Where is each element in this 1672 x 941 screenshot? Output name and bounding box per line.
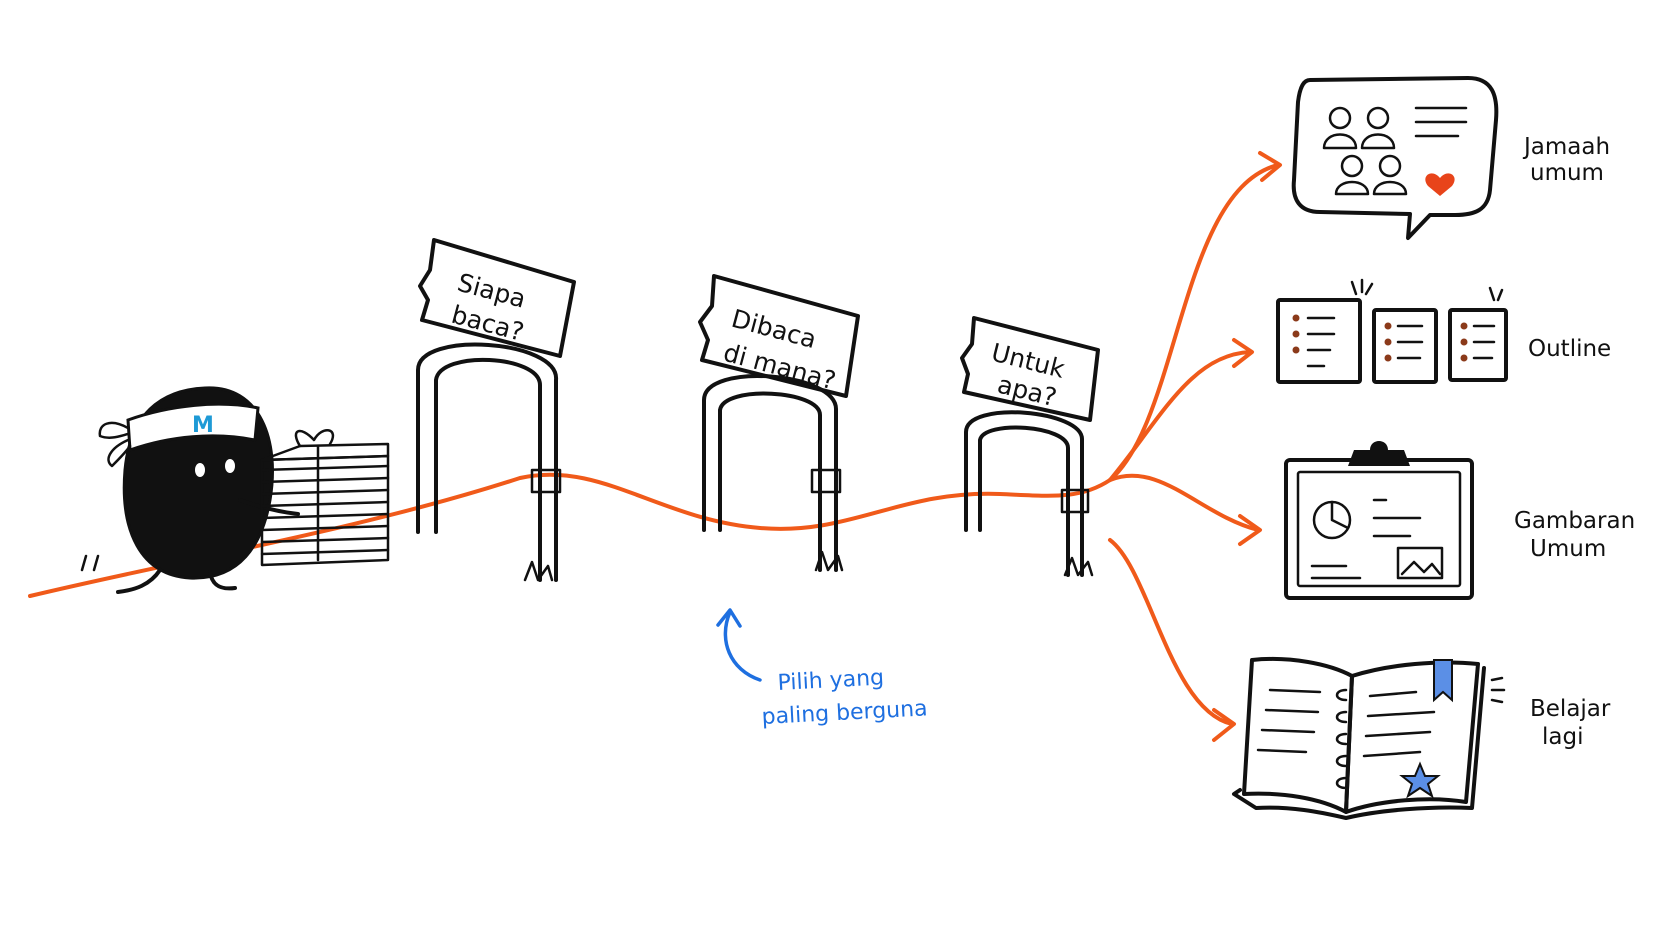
gate-1-frame — [416, 342, 559, 582]
chat-bubble — [1291, 76, 1499, 240]
headband-tail — [98, 421, 132, 468]
stack-lines — [260, 464, 390, 556]
gate-1-post-joint — [530, 468, 562, 494]
output-4-line-1: Belajar — [1530, 696, 1611, 722]
gate-3-frame — [964, 410, 1085, 577]
legs — [116, 568, 237, 594]
headband-logo: M — [192, 413, 214, 438]
doc-2-bullet-2 — [1384, 338, 1392, 346]
choice-note: Pilih yang paling berguna — [716, 608, 928, 730]
doc-3-bullet-1 — [1460, 322, 1468, 330]
clipboard-overview-icon — [1284, 441, 1474, 600]
person-1-head — [1328, 106, 1352, 130]
output-2-line-1: Outline — [1528, 336, 1611, 362]
doc-1-bullet-1 — [1292, 314, 1300, 322]
book-right-lines — [1362, 690, 1436, 758]
output-4-line-2: lagi — [1542, 724, 1583, 750]
gate-3-grass — [1063, 556, 1094, 577]
output-3-line-1: Gambaran — [1514, 508, 1635, 534]
gate-1-sign — [418, 238, 576, 358]
book-left-lines — [1256, 688, 1322, 754]
stack-string — [294, 429, 335, 562]
outline-docs-icon — [1276, 278, 1508, 384]
doc-1 — [1276, 298, 1362, 384]
chat-text-lines — [1414, 106, 1468, 138]
gate-2-line-2: di mana? — [720, 338, 838, 396]
branch-arrow-2-head — [1232, 338, 1254, 368]
gate-2-frame — [702, 374, 839, 572]
doc-1-lines — [1306, 316, 1336, 368]
eye-right — [225, 459, 235, 473]
person-2-body — [1360, 133, 1396, 150]
pie-slice — [1330, 500, 1350, 530]
output-3-line-2: Umum — [1530, 536, 1606, 562]
output-1-line-2: umum — [1530, 160, 1604, 186]
doc-2-bullet-1 — [1384, 322, 1392, 330]
doc-2-lines — [1396, 324, 1424, 360]
heart-icon — [1425, 173, 1455, 196]
doc-3-bullet-3 — [1460, 354, 1468, 362]
person-3-body — [1334, 180, 1370, 196]
book-sparkle — [1490, 676, 1506, 704]
gate-2: Dibaca di mana? — [698, 274, 860, 572]
branch-arrow-2 — [1108, 350, 1252, 482]
clipboard-inner — [1296, 470, 1462, 588]
doc-2 — [1372, 308, 1438, 384]
star-icon — [1399, 761, 1441, 799]
note-line-1: Pilih yang — [777, 665, 885, 696]
output-1-line-1: Jamaah — [1522, 134, 1610, 160]
arm — [238, 498, 300, 516]
branch-arrow-3 — [1108, 473, 1260, 532]
paper-stack — [260, 429, 390, 567]
branch-arrow-4-head — [1212, 708, 1236, 742]
person-1-body — [1322, 133, 1358, 150]
eye-left — [195, 463, 205, 477]
branch-arrow-1 — [1108, 163, 1280, 482]
branch-arrow-1-head — [1258, 151, 1282, 182]
note-arrow-head — [716, 608, 742, 628]
doc-3-lines — [1472, 324, 1496, 360]
gate-3-post-joint — [1060, 488, 1090, 514]
branch-arrow-4 — [1108, 538, 1234, 726]
gate-2-sign — [698, 274, 860, 398]
doc-2-bullet-3 — [1384, 354, 1392, 362]
doc-1-bullet-2 — [1292, 330, 1300, 338]
headband — [126, 402, 260, 453]
branch-arrow-3-head — [1238, 514, 1262, 546]
person-4-body — [1372, 180, 1408, 196]
branch-arrows — [1108, 151, 1282, 742]
study-book-icon — [1232, 656, 1506, 820]
motion-lines — [80, 554, 100, 572]
doc-1-bullet-3 — [1292, 346, 1300, 354]
note-line-2: paling berguna — [761, 696, 928, 730]
clipboard-text-lines — [1310, 498, 1422, 580]
ninja-character: M — [80, 386, 300, 594]
doc-3 — [1448, 308, 1508, 382]
gate-2-grass — [814, 550, 844, 572]
person-4-head — [1378, 154, 1402, 178]
book-left-page — [1242, 656, 1354, 814]
audience-chat-icon — [1291, 76, 1499, 240]
image-placeholder-icon — [1396, 546, 1444, 580]
book-spine-rings — [1335, 688, 1348, 790]
doc-3-bullet-2 — [1460, 338, 1468, 346]
note-arrow — [723, 610, 762, 682]
gate-1-grass — [523, 560, 554, 582]
clipboard-clip — [1348, 441, 1410, 466]
gate-1: Siapa baca? — [416, 238, 576, 582]
sparkle-lines — [1350, 278, 1504, 302]
book-right-page — [1344, 660, 1480, 814]
person-2-head — [1366, 106, 1390, 130]
gate-3-sign — [960, 316, 1100, 422]
gate-3: Untuk apa? — [960, 316, 1100, 577]
person-3-head — [1340, 154, 1364, 178]
bookmark-icon — [1433, 659, 1453, 703]
gate-2-post-joint — [810, 468, 842, 494]
stack-top — [260, 442, 390, 462]
image-mountain — [1400, 560, 1442, 576]
book-cover — [1232, 666, 1486, 820]
